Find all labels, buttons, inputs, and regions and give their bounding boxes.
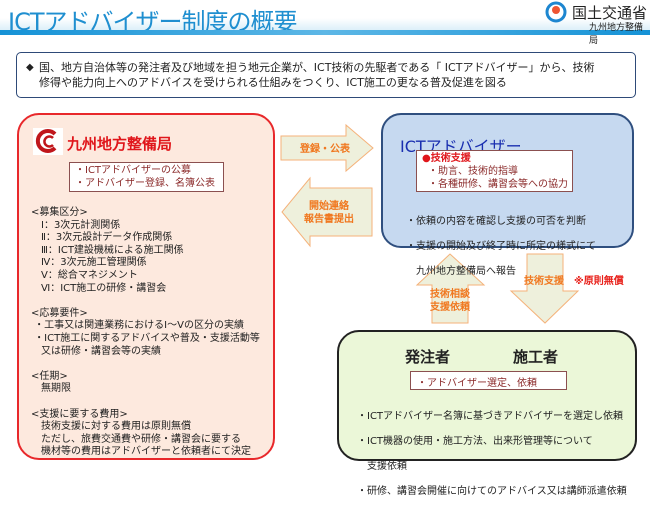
support-heading: ●技術支援	[422, 153, 471, 164]
kyushu-detail-line: ただし、旅費交通費や研修・講習会に要する	[31, 433, 241, 445]
note-line: 九州地方整備局へ報告	[406, 265, 516, 277]
kyushu-detail-line: 技術支援に対する費用は原則無償	[31, 421, 191, 433]
register-label: 登録・公表	[300, 144, 350, 155]
consult-label-line: 技術相談	[430, 289, 470, 300]
task-item: ・ICTアドバイザーの公募	[75, 165, 192, 176]
kyushu-detail-line: Ⅱ：3次元設計データ作成関係	[31, 232, 173, 244]
report-arrow	[281, 176, 373, 248]
support-item: ・各種研修、講習会等への協力	[428, 179, 568, 190]
kyushu-detail-line: <任期>	[31, 370, 68, 382]
advisor-notes: ・依頼の内容を確認し支援の可否を判断 ・支援の開始及び終了時に所定の様式にて 九…	[406, 203, 596, 291]
consult-label: 技術相談支援依頼	[430, 288, 470, 314]
title-glow	[0, 18, 650, 30]
support-arrow	[509, 253, 580, 324]
register-arrow	[280, 123, 374, 173]
kyushu-detail-line: <支援に要する費用>	[31, 408, 128, 420]
kyushu-title: 九州地方整備局	[67, 135, 173, 153]
intro-line: 国、地方自治体等の発注者及び地域を担う地元企業が、ICT技術の先駆者である「 I…	[39, 61, 595, 74]
free-note: ※原則無償	[574, 276, 624, 287]
report-label-line: 報告書提出	[304, 214, 354, 225]
kyushu-detail-line: Ⅰ：3次元計測関係	[31, 219, 121, 231]
note-line: ・支援の開始及び終了時に所定の様式にて	[406, 240, 596, 252]
arrows-layer	[280, 123, 580, 324]
orderer-label: 発注者	[405, 348, 451, 366]
bureau-name: 九州地方整備局	[589, 23, 644, 46]
kyushu-detail-line: <応募要件>	[31, 307, 88, 319]
client-box	[337, 330, 637, 461]
ministry-name: 国土交通省	[572, 4, 648, 22]
report-label: 開始連絡報告書提出	[304, 200, 354, 226]
client-task: ・アドバイザー選定、依頼	[410, 371, 567, 390]
note-line: 支援依頼	[357, 460, 407, 472]
kyushu-detail-line: 無期限	[31, 383, 71, 395]
kyushu-detail-line: ・工事又は関連業務におけるⅠ～Ⅴの区分の実績	[31, 320, 244, 332]
task-item: ・アドバイザー登録、名簿公表	[75, 178, 215, 189]
kyushu-detail-line: Ⅲ：ICT建設機械による施工関係	[31, 244, 184, 256]
kyushu-detail-line: <募集区分>	[31, 207, 88, 218]
i-construction-logo-icon	[33, 128, 63, 155]
advisor-support: ●技術支援 ・助言、技術的指導 ・各種研修、講習会等への協力	[416, 150, 573, 192]
report-label-line: 開始連絡	[309, 201, 349, 212]
kyushu-detail-line: ・ICT施工に関するアドバイスや普及・支援活動等	[31, 332, 260, 344]
contractor-label: 施工者	[513, 348, 559, 366]
consult-arrow	[415, 253, 486, 324]
note-line: ・依頼の内容を確認し支援の可否を判断	[406, 215, 586, 227]
consult-label-line: 支援依頼	[430, 302, 470, 313]
kyushu-detail-line: Ⅵ：ICT施工の研修・講習会	[31, 282, 167, 294]
kyushu-detail-line: 又は研修・講習会等の実績	[31, 345, 161, 357]
kyushu-detail-line: 機材等の費用はアドバイザーと依頼者にて決定	[31, 446, 251, 458]
kyushu-detail-line: Ⅴ：総合マネジメント	[31, 269, 138, 281]
mlit-logo-icon	[545, 1, 567, 23]
note-line: ・ICTアドバイザー名簿に基づきアドバイザーを選定し依頼	[357, 410, 624, 422]
title-underline	[0, 30, 650, 35]
kyushu-tasks: ・ICTアドバイザーの公募 ・アドバイザー登録、名簿公表	[69, 162, 224, 192]
kyushu-details: <募集区分> Ⅰ：3次元計測関係 Ⅱ：3次元設計データ作成関係 Ⅲ：ICT建設機…	[31, 207, 260, 459]
intro-line: 修得や能力向上へのアドバイスを受けられる仕組みをつくり、ICT施工の更なる普及促…	[39, 76, 507, 89]
diamond-bullet-icon: ◆	[26, 62, 34, 73]
kyushu-detail-line: Ⅳ：3次元施工管理関係	[31, 257, 147, 269]
intro-box: ◆ 国、地方自治体等の発注者及び地域を担う地元企業が、ICT技術の先駆者である「…	[16, 52, 636, 98]
client-notes: ・ICTアドバイザー名簿に基づきアドバイザーを選定し依頼 ・ICT機器の使用・施…	[357, 398, 627, 511]
support-item: ・助言、技術的指導	[428, 166, 518, 177]
note-line: ・ICT機器の使用・施工方法、出来形管理等について	[357, 435, 593, 447]
support-label: 技術支援	[524, 276, 564, 287]
note-line: ・研修、講習会開催に向けてのアドバイス又は講師派遣依頼	[357, 486, 627, 498]
